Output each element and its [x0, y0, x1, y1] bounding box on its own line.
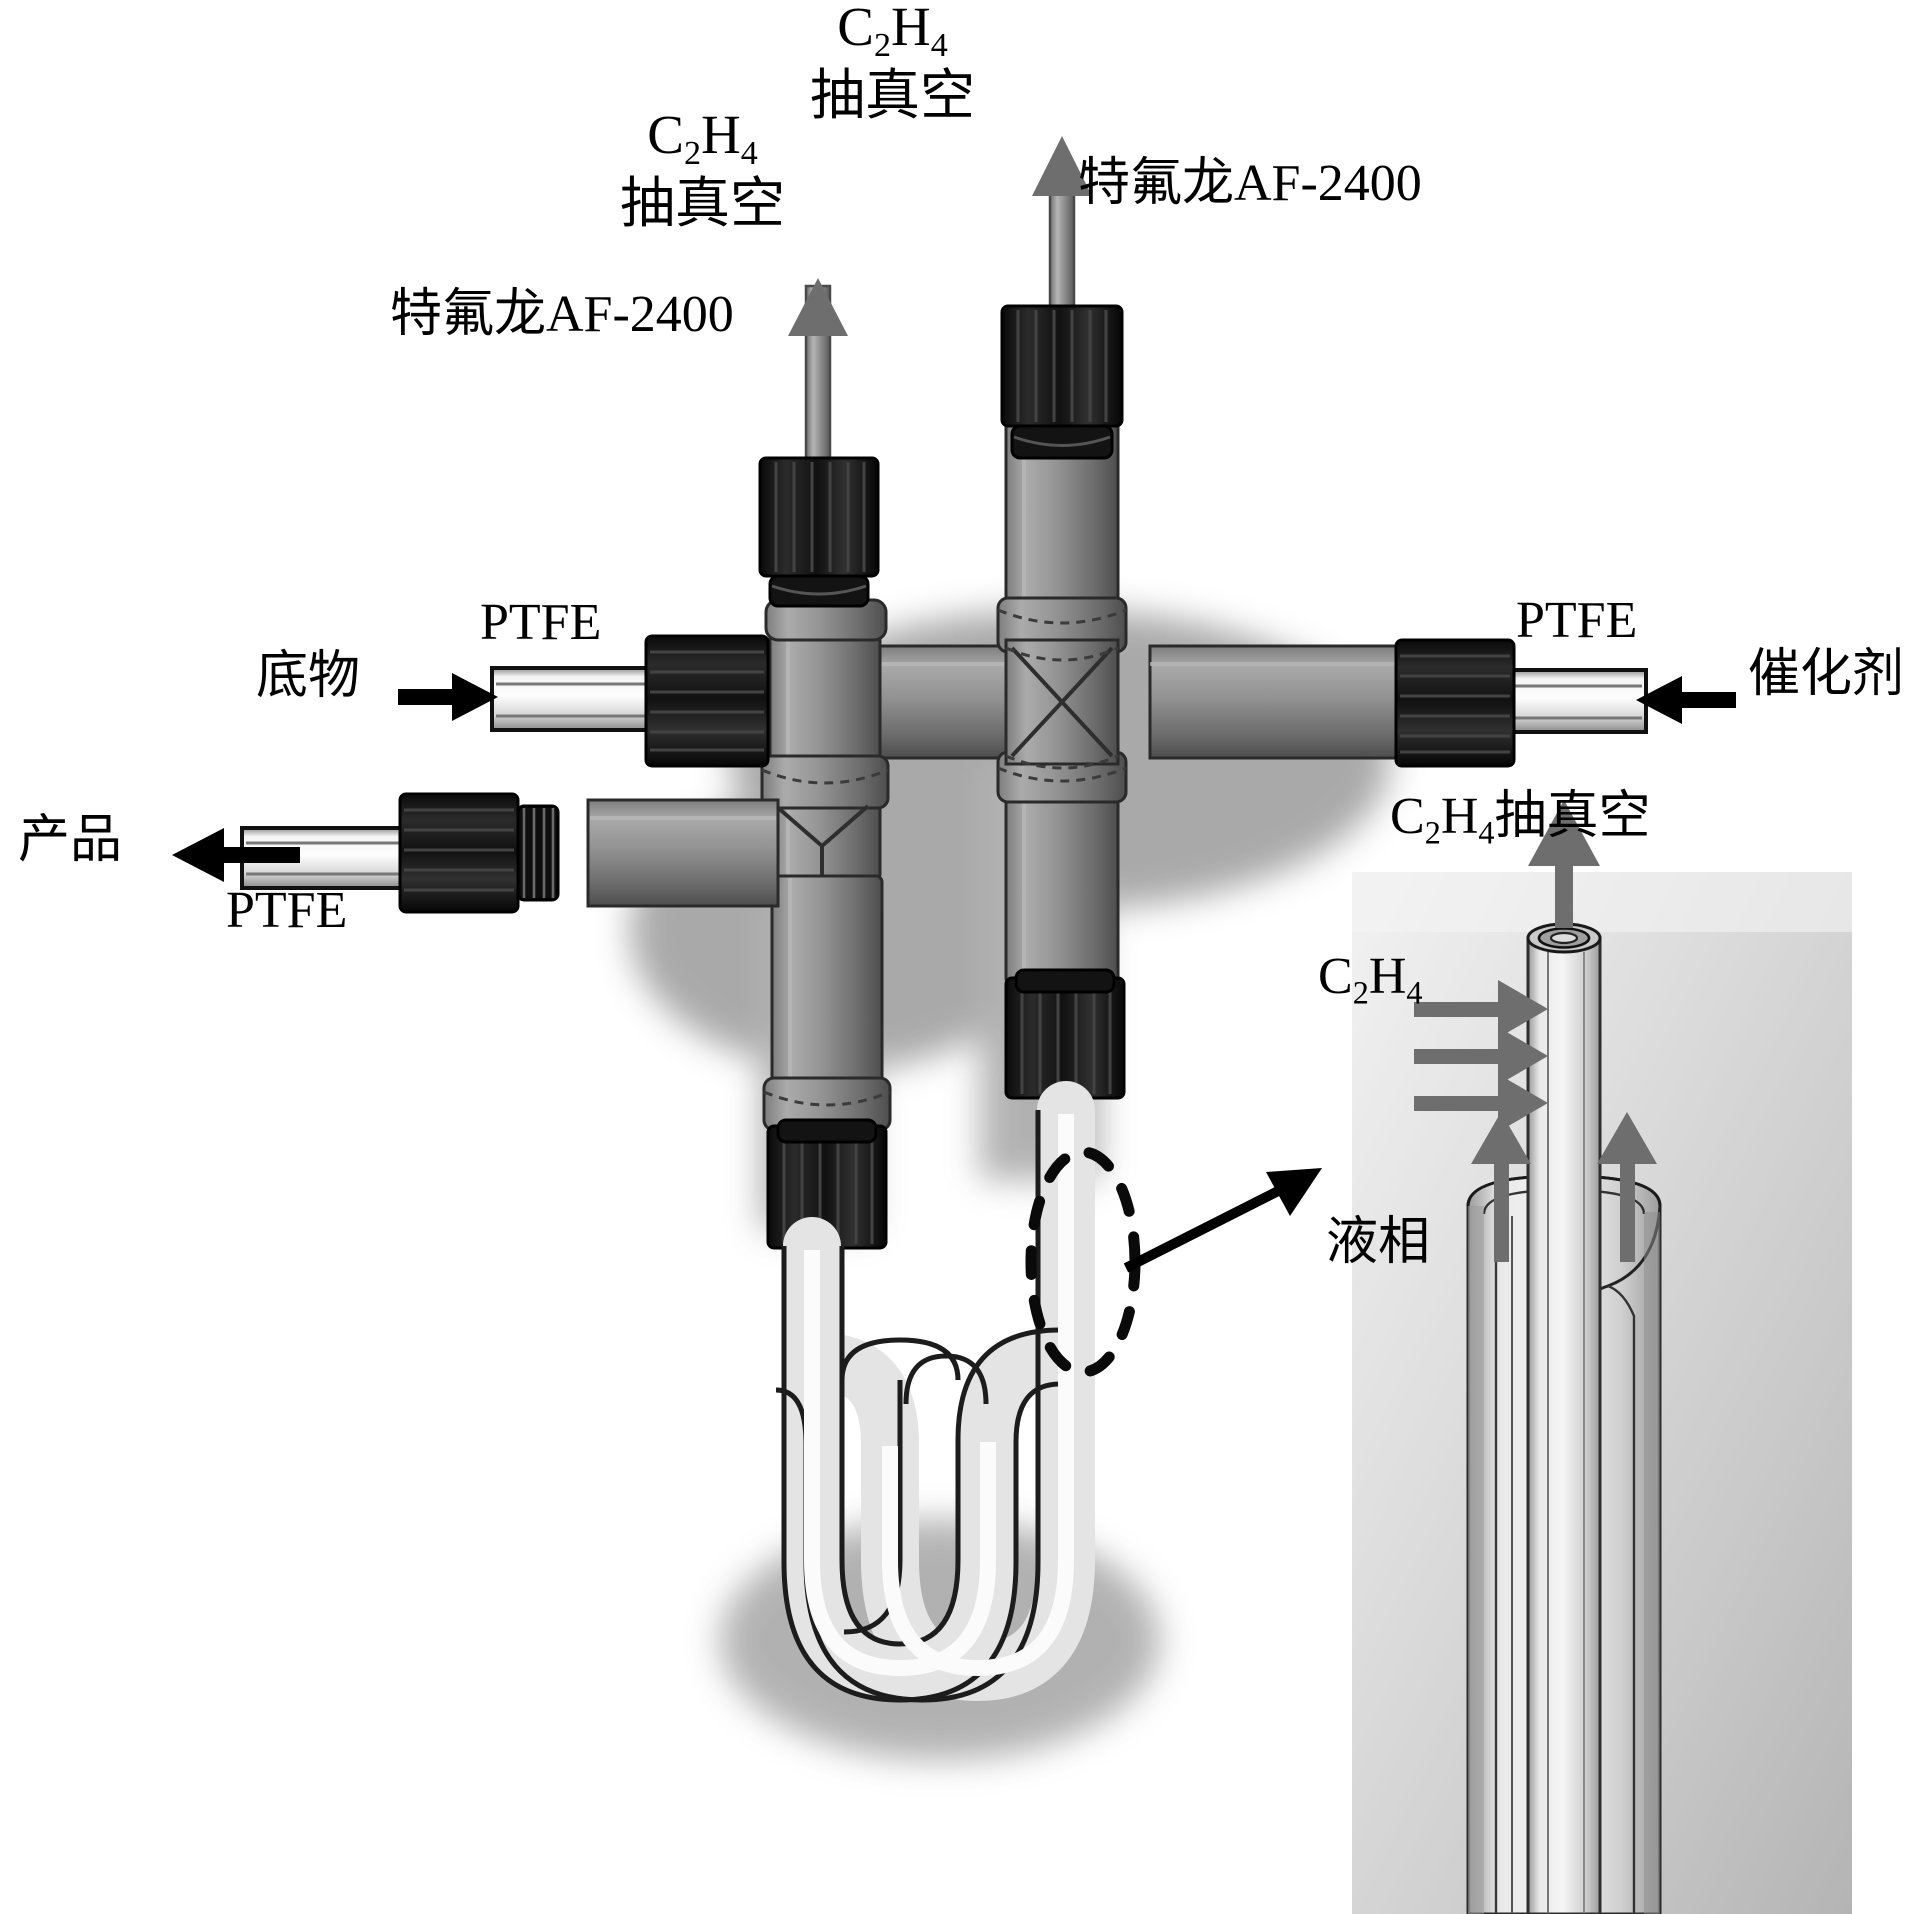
vacuum-arrow-left [788, 278, 848, 336]
label-ptfe-substrate: PTFE [480, 594, 602, 651]
product-outlet-arrow [172, 828, 300, 882]
annulus-arrow-right [1597, 1112, 1657, 1262]
label-ptfe-product: PTFE [226, 882, 348, 939]
label-teflon-af2400-right: 特氟龙AF-2400 [1078, 155, 1422, 212]
substrate-inlet-arrow [398, 673, 498, 721]
nut-product-outlet [398, 792, 560, 914]
label-product: 产品 [18, 812, 123, 869]
inset-annulus-arrows [1471, 1112, 1657, 1262]
ethylene-arrow-3 [1414, 1074, 1548, 1132]
label-vacuum-left: C2H4 抽真空 [620, 104, 785, 235]
label-inset-vacuum: C2H4抽真空 [1390, 788, 1651, 851]
label-teflon-af2400-left: 特氟龙AF-2400 [390, 286, 734, 343]
liquid-phase-callout-arrow [1123, 1168, 1322, 1273]
nut-center-capillary [1000, 304, 1124, 460]
label-vacuum-center-text: 抽真空 [810, 65, 976, 127]
catalyst-inlet-arrow [1636, 676, 1736, 724]
inset-inner-af2400-tube [1526, 922, 1602, 1914]
tee-fitting-left [760, 598, 890, 882]
label-inset-ethylene: C2H4 [1318, 948, 1423, 1011]
tee-left-lower-column [762, 874, 892, 1132]
ptfe-inlet-tube-right [1492, 668, 1648, 734]
label-vacuum-center-formula: C2H4 [837, 0, 948, 64]
label-vacuum-left-text: 抽真空 [620, 173, 786, 235]
label-ptfe-catalyst: PTFE [1516, 592, 1638, 649]
nut-left-reactor [766, 1118, 888, 1250]
inset-vacuum-arrow [1528, 800, 1600, 928]
label-vacuum-center: C2H4 抽真空 [810, 0, 975, 127]
inset-detail-panel [1352, 800, 1852, 1914]
label-catalyst: 催化剂 [1748, 646, 1905, 703]
label-vacuum-left-formula: C2H4 [647, 104, 758, 172]
annulus-arrow-left [1471, 1112, 1531, 1262]
label-substrate: 底物 [256, 648, 361, 705]
label-liquid-phase: 液相 [1326, 1214, 1431, 1271]
nut-left-capillary [758, 456, 880, 608]
cross-fitting-right-arm [1148, 644, 1402, 760]
cross-fitting-center-block [1004, 638, 1120, 770]
nut-substrate-inlet [644, 634, 770, 768]
inset-ethylene-arrows [1414, 980, 1548, 1132]
vacuum-arrow-center [1032, 136, 1092, 196]
nut-center-reactor [1004, 968, 1126, 1100]
tee-left-product-arm [586, 798, 780, 908]
cross-fitting-lower-column [996, 750, 1128, 986]
ethylene-arrow-1 [1414, 980, 1548, 1038]
serpentine-reactor-coil [775, 1081, 1095, 1703]
ethylene-arrow-2 [1414, 1027, 1548, 1085]
nut-catalyst-inlet [1394, 638, 1516, 768]
